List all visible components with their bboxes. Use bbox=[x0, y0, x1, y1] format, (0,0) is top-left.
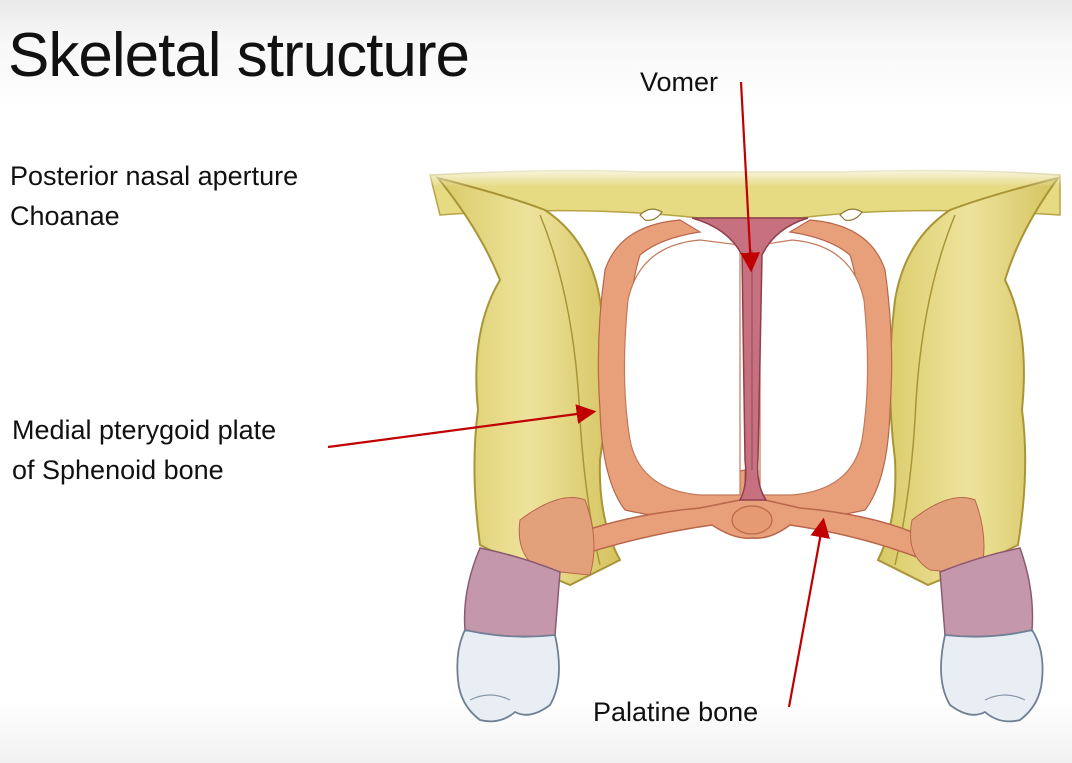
palatine-pointer-arrow bbox=[787, 517, 830, 708]
vomer-pointer-arrow bbox=[739, 81, 761, 273]
posterior-nasal-spine bbox=[731, 505, 773, 535]
label-vomer: Vomer bbox=[640, 67, 719, 97]
left-tooth-detail bbox=[469, 694, 511, 701]
left-choana bbox=[623, 239, 741, 496]
label-palatine-bone: Palatine bone bbox=[593, 697, 759, 727]
label-pterygoid-line-2: of Sphenoid bone bbox=[12, 455, 224, 485]
pterygoid-pointer-arrow bbox=[327, 404, 597, 449]
left-foramen bbox=[639, 208, 663, 221]
label-medial-pterygoid-plate: Medial pterygoid plate of Sphenoid bone bbox=[12, 410, 276, 490]
left-plate-lower-patch bbox=[518, 497, 595, 576]
subtitle-line-2: Choanae bbox=[10, 201, 120, 231]
subtitle-line-1: Posterior nasal aperture bbox=[10, 161, 299, 191]
right-plate-lower-patch bbox=[910, 497, 985, 576]
right-choana bbox=[759, 239, 869, 496]
left-tooth bbox=[456, 628, 560, 723]
slide-title: Skeletal structure bbox=[8, 21, 470, 90]
right-foramen bbox=[839, 208, 863, 221]
subtitle: Posterior nasal aperture Choanae bbox=[10, 156, 298, 236]
right-pterygoid-plate bbox=[876, 176, 1061, 587]
right-plate-ridge bbox=[894, 214, 956, 566]
left-pterygoid-plate bbox=[435, 176, 622, 587]
label-pterygoid-line-1: Medial pterygoid plate bbox=[12, 415, 277, 445]
right-tooth-detail bbox=[984, 694, 1026, 701]
vomer-bone bbox=[691, 217, 809, 501]
right-tooth bbox=[940, 628, 1044, 723]
